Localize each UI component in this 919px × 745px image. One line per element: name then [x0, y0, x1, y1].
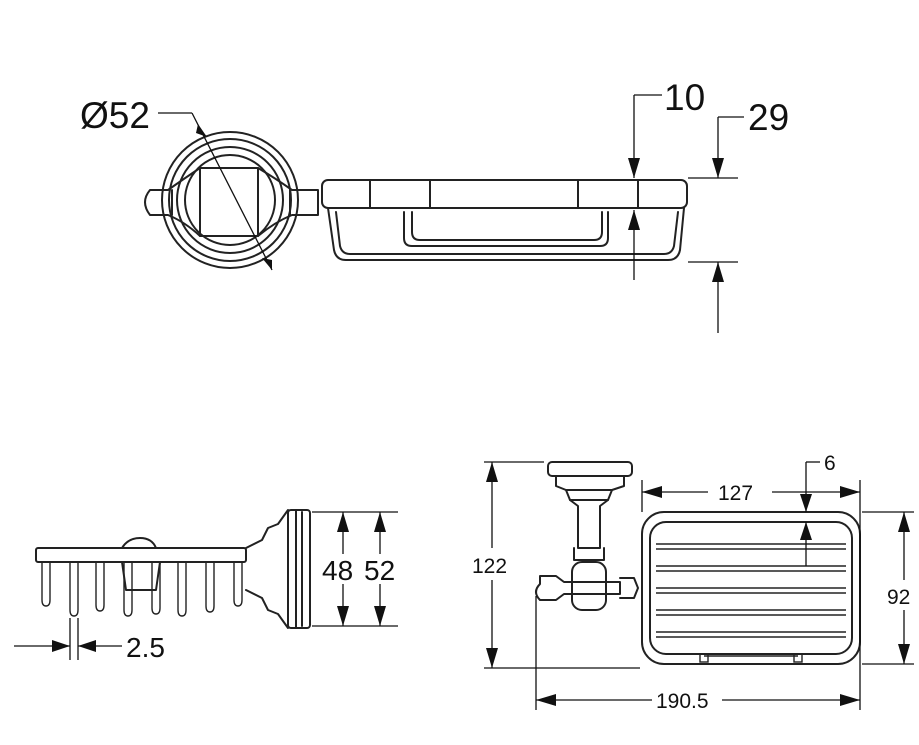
dim-48-52: 48 52 — [312, 511, 398, 627]
dim-127: 127 — [641, 480, 861, 710]
arm-stem-side — [121, 561, 161, 591]
arm — [144, 167, 319, 237]
dim-52-label: 52 — [364, 555, 395, 586]
arm-front — [535, 561, 639, 611]
rosette-side — [245, 509, 311, 629]
dim-6: 6 — [800, 452, 836, 566]
dim-10-label: 10 — [664, 77, 705, 118]
dish-front — [641, 511, 861, 665]
rosette-inner-ring — [184, 154, 276, 246]
dish-rim-side — [35, 547, 247, 563]
dim-122-label: 122 — [472, 555, 507, 578]
arm-knob-side — [121, 537, 157, 549]
dim-122: 122 — [472, 461, 640, 669]
dim-190-5-label: 190.5 — [656, 690, 709, 713]
wall-mount-front — [547, 461, 633, 561]
rosette-ring-3 — [176, 146, 284, 254]
dim-2-5-label: 2.5 — [126, 632, 165, 663]
wire-tines — [41, 562, 243, 617]
dim-diameter-label: Ø52 — [80, 95, 150, 136]
dim-92: 92 — [862, 511, 914, 665]
rosette-ring-2 — [168, 138, 292, 262]
dim-92-label: 92 — [887, 586, 910, 609]
dim-29-label: 29 — [748, 97, 789, 138]
dim-6-label: 6 — [824, 452, 836, 475]
dish-top-view — [321, 179, 688, 261]
rosette-outer-ring — [161, 131, 299, 269]
dim-127-label: 127 — [718, 482, 753, 505]
side-view: 48 52 2.5 — [14, 509, 398, 663]
dim-10: 10 — [628, 77, 705, 280]
top-view: Ø52 10 29 — [80, 77, 789, 333]
front-view: 122 127 6 92 — [472, 452, 914, 713]
dim-190-5: 190.5 — [535, 596, 860, 713]
dim-diameter: Ø52 — [80, 95, 273, 271]
dim-48-label: 48 — [322, 555, 353, 586]
dim-29: 29 — [688, 97, 789, 333]
dim-2-5: 2.5 — [14, 618, 165, 663]
